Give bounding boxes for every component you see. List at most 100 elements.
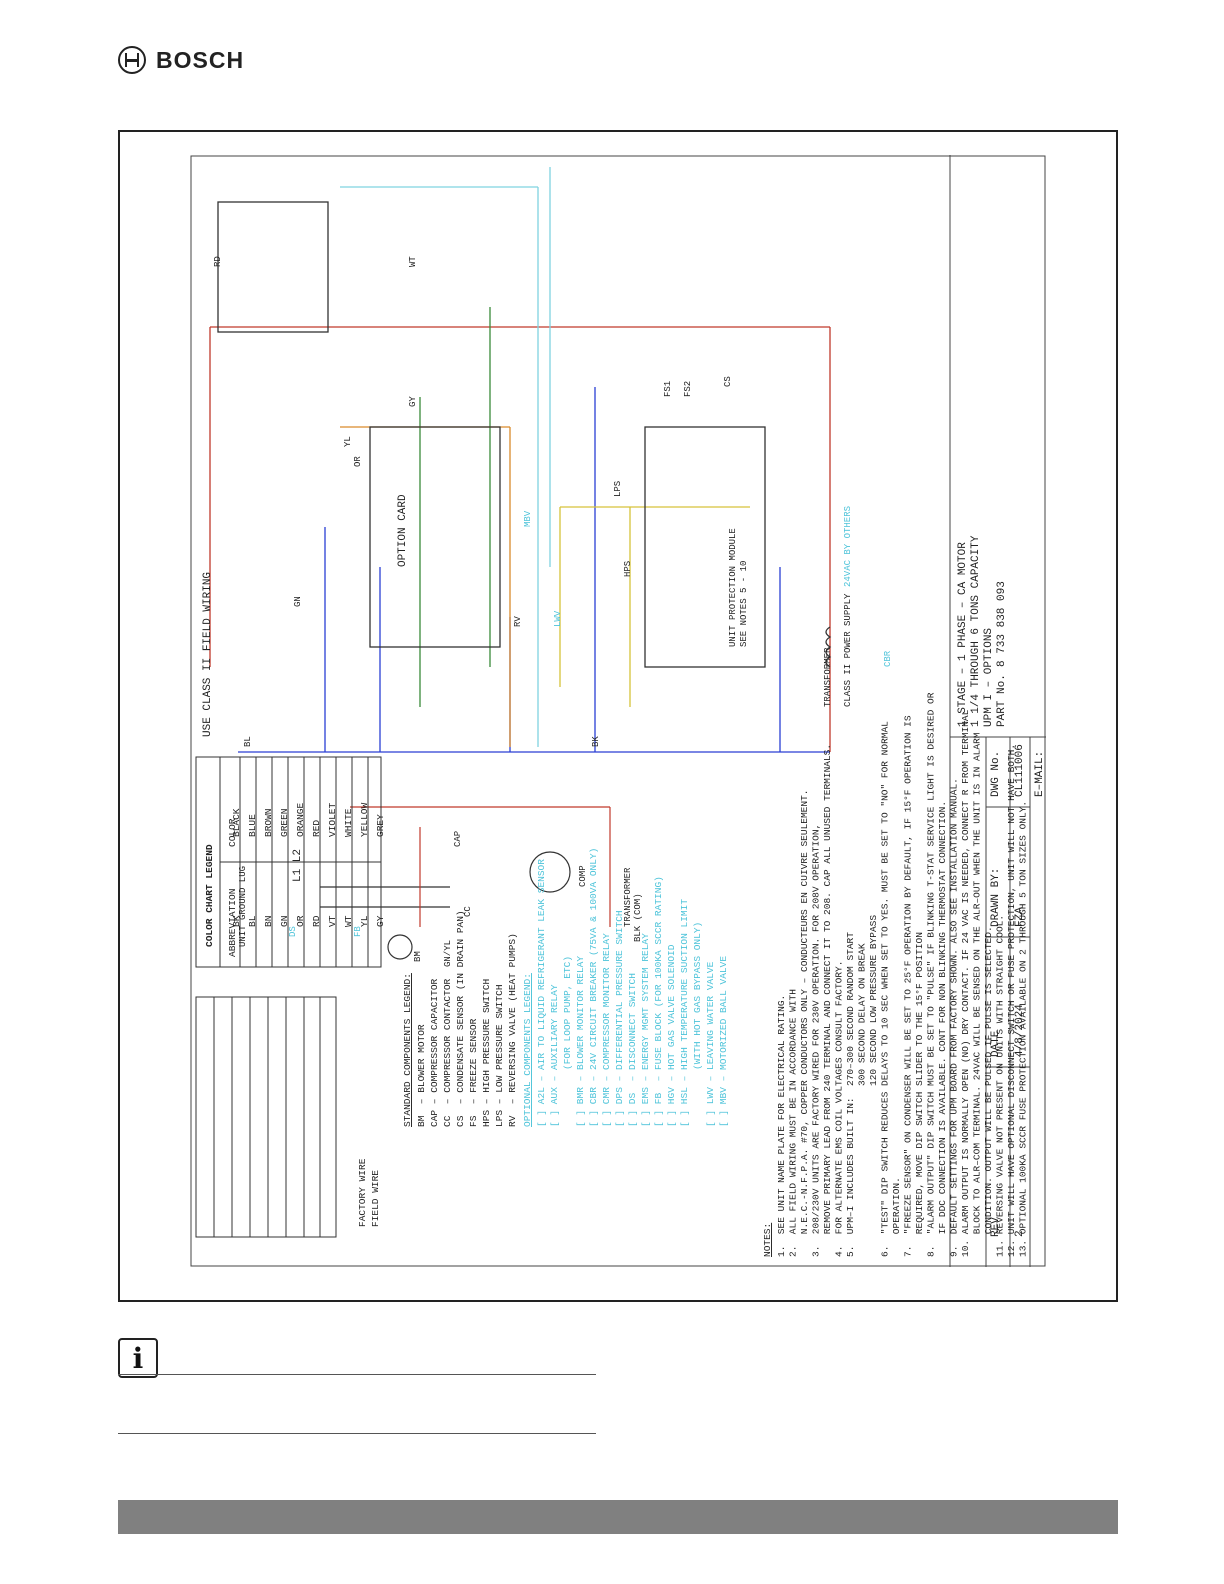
title-line-3: UPM I – OPTIONS: [983, 628, 995, 727]
optional-legend-title: OPTIONAL COMPONENTS LEGEND:: [522, 973, 533, 1127]
color-abbr: GY: [375, 915, 386, 927]
color-chart-title: COLOR CHART LEGEND: [204, 844, 215, 947]
brand-name: BOSCH: [156, 46, 245, 73]
standard-item: CS – CONDENSATE SENSOR (IN DRAIN PAN): [455, 910, 466, 1127]
note-line: 8. "ALARM OUTPUT" DIP SWITCH MUST BE SET…: [926, 692, 937, 1257]
cs-label: CS: [723, 376, 733, 387]
standard-item: RV – REVERSING VALVE (HEAT PUMPS): [507, 933, 518, 1127]
drawing-border: [190, 155, 1046, 1267]
optional-item: [ ] CMR – COMPRESSOR MONITOR RELAY: [601, 933, 612, 1127]
gnyl-label: GN/YL: [443, 940, 453, 967]
diagram-frame: [118, 130, 1118, 1302]
wire-label-rd: RD: [213, 256, 223, 267]
fb-label: FB: [353, 926, 363, 937]
fs2-label: FS2: [683, 381, 693, 397]
color-name: WHITE: [343, 808, 354, 837]
option-card-box: [369, 426, 501, 648]
note-line: REMOVE PRIMARY LEAD FROM 240 TERMINAL AN…: [822, 744, 833, 1257]
class2-label: CLASS II POWER SUPPLY: [843, 593, 853, 707]
dwg-value: CL111006: [1014, 744, 1026, 797]
optional-item: [ ] HGV – HOT GAS VALVE SOLENOID: [666, 944, 677, 1127]
by-others-label: 24VAC BY OTHERS: [843, 506, 853, 587]
notes-title: NOTES:: [762, 1223, 773, 1257]
wiring-area: [209, 167, 832, 753]
lwv-label: LWV: [553, 610, 563, 627]
color-abbr: YL: [359, 915, 370, 927]
color-chart-legend: COLOR CHART LEGEND ABBREVIATION COLOR BK…: [195, 756, 386, 968]
upm-sub-label: SEE NOTES 5 - 10: [739, 561, 749, 647]
compressor-symbol: [529, 851, 571, 893]
color-name: GREEN: [279, 808, 290, 837]
color-abbr: GN: [279, 916, 290, 927]
col-header-color: COLOR: [227, 818, 238, 847]
optional-item: [ ] EMS – ENERGY MGMT SYSTEM RELAY: [640, 933, 651, 1127]
optional-item: (WITH HOT GAS BYPASS ONLY): [692, 922, 703, 1127]
color-abbr: BL: [247, 915, 258, 927]
rv-label: RV: [513, 616, 523, 627]
wire-label-gy: GY: [408, 396, 418, 407]
comp-label: COMP: [578, 865, 588, 887]
color-name: YELLOW: [359, 802, 370, 837]
part-label: PART No.: [996, 674, 1008, 727]
info-rule-top: [118, 1374, 596, 1375]
wire-label-or: OR: [353, 456, 363, 467]
note-line: 1. SEE UNIT NAME PLATE FOR ELECTRICAL RA…: [776, 995, 787, 1257]
cc-label: CC: [463, 906, 473, 917]
color-name: RED: [311, 820, 322, 837]
col-header-abbr: ABBREVIATION: [227, 889, 238, 957]
color-abbr: OR: [295, 915, 306, 927]
blk-com-label: BLK (COM): [633, 893, 643, 942]
wire-label-gn: GN: [293, 596, 303, 607]
optional-item: [ ] BMR – BLOWER MONITOR RELAY: [575, 956, 586, 1127]
notes: NOTES: 1. SEE UNIT NAME PLATE FOR ELECTR…: [762, 692, 1029, 1257]
drawn-label: DRAWN BY:: [990, 868, 1002, 927]
upm-label: UNIT PROTECTION MODULE: [728, 528, 738, 647]
standard-components-legend: STANDARD COMPONENTS LEGEND: BM – BLOWER …: [402, 910, 518, 1127]
color-abbr: BN: [263, 916, 274, 927]
option-card-label: OPTION CARD: [397, 494, 409, 567]
bosch-armature-icon: [118, 46, 146, 74]
color-abbr: VT: [327, 915, 338, 927]
optional-item: [ ] DS – DISCONNECT SWITCH: [627, 973, 638, 1127]
note-line: 120 SECOND LOW PRESSURE BYPASS: [868, 915, 879, 1257]
date-label: DATE: [990, 1030, 1002, 1057]
wire-label-bl: BL: [243, 736, 253, 747]
blower-motor-symbol: [387, 934, 413, 960]
wire-label-yl: YL: [343, 436, 353, 447]
color-name: GREY: [375, 814, 386, 837]
optional-item: [ ] HSL – HIGH TEMPERATURE SUCTION LIMIT: [679, 899, 690, 1127]
drawn-value: FZA: [1014, 907, 1026, 927]
optional-components-legend: OPTIONAL COMPONENTS LEGEND: [ ] A2L – AI…: [522, 848, 729, 1127]
note-line: 300 SECOND DELAY ON BREAK: [857, 943, 868, 1257]
optional-item: [ ] AUX – AUXILIARY RELAY: [549, 984, 560, 1127]
fs1-label: FS1: [663, 381, 673, 397]
standard-legend-title: STANDARD COMPONENTS LEGEND:: [402, 973, 413, 1127]
note-line: N.E.C.-N.F.P.A. #70, COPPER CONDUCTORS O…: [799, 790, 810, 1257]
lps-label: LPS: [613, 481, 623, 497]
note-line: REQUIRED, MOVE DIP SWITCH SLIDER TO THE …: [914, 932, 925, 1257]
note-line: OPERATION.: [891, 1177, 902, 1257]
standard-item: CAP – COMPRESSOR CAPACITOR: [429, 978, 440, 1127]
factory-wire-label: FACTORY WIRE: [357, 1158, 368, 1227]
optional-item: [ ] A2L – AIR TO LIQUID REFRIGERANT LEAK…: [536, 859, 547, 1127]
note-line: 11. REVERSING VALVE NOT PRESENT ON UNITS…: [995, 915, 1006, 1257]
note-line: 6. "TEST" DIP SWITCH REDUCES DELAYS TO 1…: [880, 721, 891, 1257]
rev-value: 2: [1014, 1230, 1026, 1237]
note-line: 9. DEFAULT SETTINGS FOR UPM BOARD FROM F…: [949, 778, 960, 1257]
transformer-label: TRANSFORMER: [823, 647, 833, 707]
hps-label: HPS: [623, 561, 633, 577]
ds-label: DS: [288, 926, 298, 937]
info-icon: i: [118, 1338, 158, 1378]
standard-item: BM – BLOWER MOTOR: [416, 1024, 427, 1127]
note-line: 3. 208/230V UNITS ARE FACTORY WIRED FOR …: [811, 824, 822, 1257]
standard-item: LPS – LOW PRESSURE SWITCH: [494, 984, 505, 1127]
optional-item: [ ] LWV – LEAVING WATER VALVE: [705, 961, 716, 1127]
info-rule-bottom: [118, 1433, 596, 1434]
optional-item: [ ] MBV – MOTORIZED BALL VALVE: [718, 956, 729, 1127]
power-section: [320, 806, 611, 960]
upm-box: [644, 426, 766, 668]
optional-item: [ ] DPS – DIFFERENTIAL PRESSURE SWITCH: [614, 910, 625, 1127]
field-wire-label: FIELD WIRE: [370, 1170, 381, 1227]
wire-label-bk: BK: [591, 736, 601, 747]
l1l2-label: L1 L2: [292, 849, 304, 882]
